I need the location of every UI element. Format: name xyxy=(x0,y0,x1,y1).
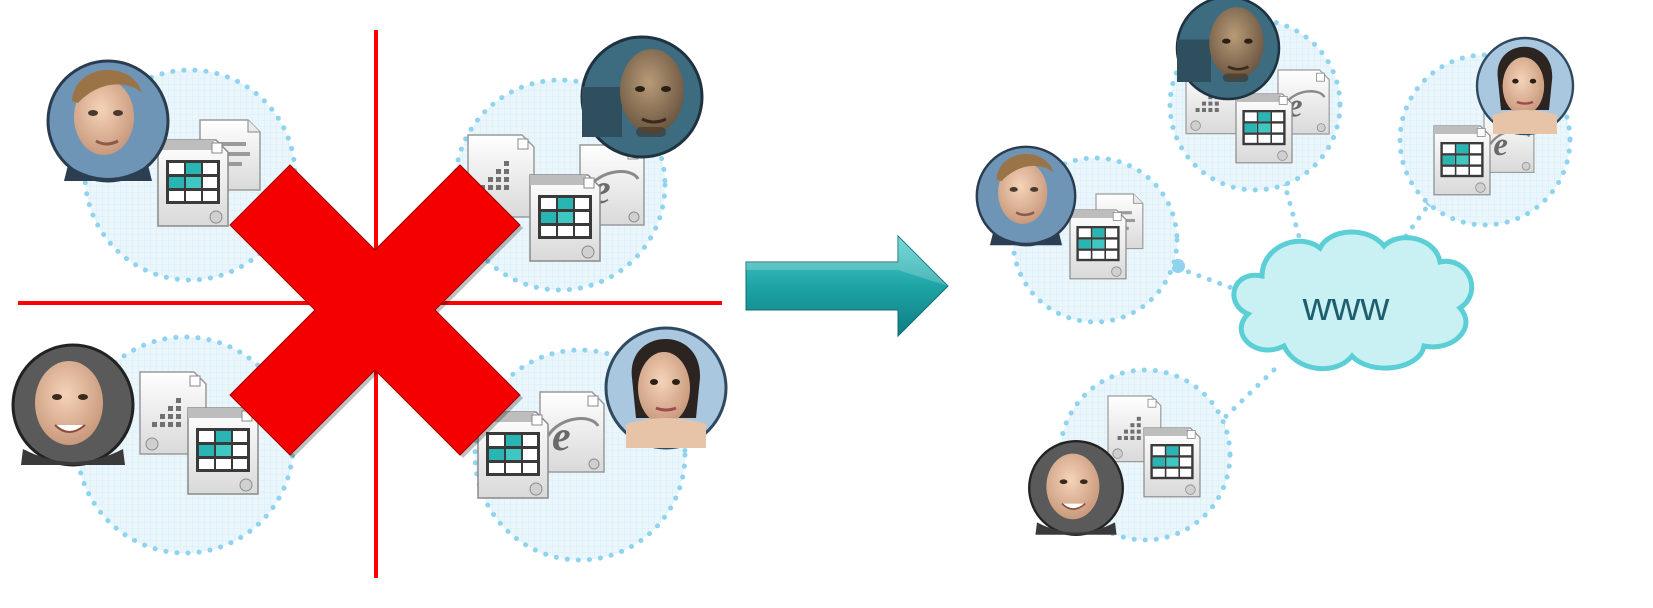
cloud-label: www xyxy=(1302,285,1390,329)
person-avatar-young-man xyxy=(46,59,170,183)
calendar-grid-icon xyxy=(1143,427,1201,498)
x-mark-icon xyxy=(229,164,523,458)
calendar-grid-icon xyxy=(1235,93,1293,164)
browser-e-icon xyxy=(538,390,606,474)
person-avatar-bald-man xyxy=(1175,0,1281,101)
isolated-users-panel xyxy=(11,30,728,578)
internet-cloud-icon: www xyxy=(1231,229,1475,372)
connected-users-panel: www xyxy=(975,0,1575,543)
connector-left xyxy=(1175,265,1235,291)
connector-top xyxy=(1281,179,1303,243)
calendar-grid-icon xyxy=(187,407,259,495)
person-avatar-smiling-man xyxy=(11,343,135,467)
transition-arrow-icon xyxy=(745,234,949,338)
calendar-grid-icon xyxy=(1069,209,1127,280)
person-avatar-young-man xyxy=(975,145,1077,247)
calendar-grid-icon xyxy=(157,139,229,227)
person-avatar-smiling-man xyxy=(1028,440,1124,536)
calendar-grid-icon xyxy=(529,174,601,262)
calendar-grid-icon xyxy=(1433,125,1491,196)
person-avatar-bald-man xyxy=(580,35,704,159)
connector-bottom xyxy=(1215,363,1281,427)
person-avatar-woman xyxy=(604,326,728,450)
person-avatar-woman xyxy=(1475,36,1575,136)
